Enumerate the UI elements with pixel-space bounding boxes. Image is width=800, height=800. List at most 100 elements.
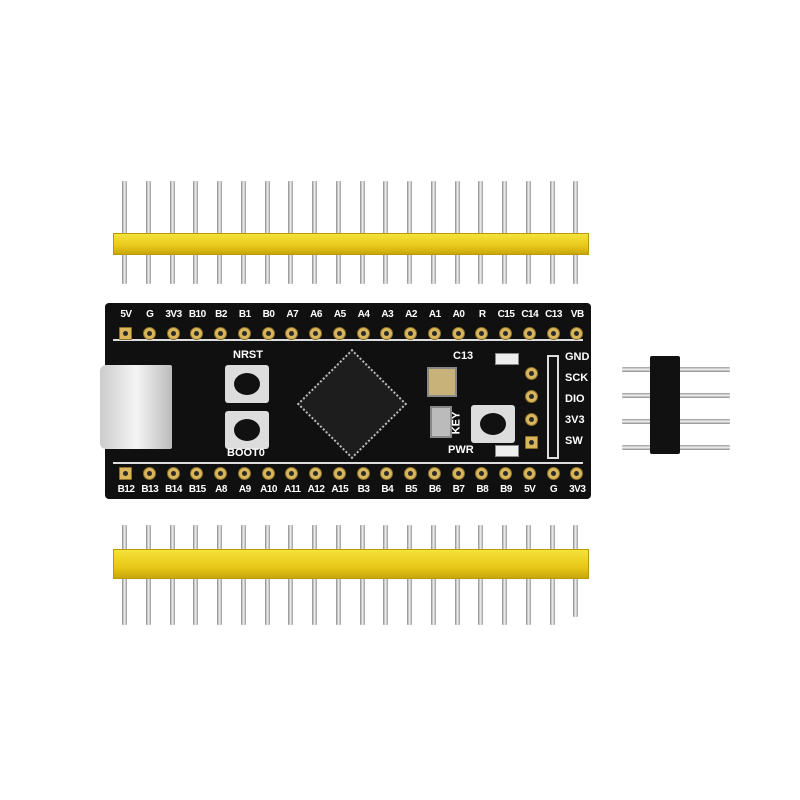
silkscreen-line bbox=[113, 462, 583, 464]
pin-pad bbox=[214, 327, 227, 340]
c13-led-label: C13 bbox=[453, 350, 474, 362]
top-pin-label: R bbox=[478, 309, 486, 320]
header-pin bbox=[145, 181, 151, 284]
pin-pad bbox=[237, 327, 251, 340]
pin-pad bbox=[380, 327, 394, 340]
pin-pad bbox=[451, 327, 465, 340]
pin-pad bbox=[332, 467, 346, 480]
header-pin bbox=[312, 181, 317, 284]
pin-pad bbox=[380, 467, 394, 480]
top-pin-label: A6 bbox=[310, 309, 322, 320]
top-pin-label: B2 bbox=[215, 309, 227, 320]
pin-pad bbox=[309, 327, 322, 340]
header-pin bbox=[502, 181, 507, 284]
swd-label: SCK bbox=[565, 372, 589, 384]
boot0-label: BOOT0 bbox=[227, 447, 265, 459]
pin-pad bbox=[546, 327, 560, 340]
pin-pad bbox=[166, 327, 180, 340]
mcu-chip bbox=[296, 348, 408, 460]
bottom-pin-label: B12 bbox=[117, 484, 135, 495]
pin-pad bbox=[546, 467, 560, 480]
swd-label: SW bbox=[565, 435, 583, 447]
bottom-pin-label: B13 bbox=[141, 484, 159, 495]
header-pin bbox=[335, 181, 341, 284]
top-pin-label: A1 bbox=[428, 309, 441, 320]
pin-pad bbox=[261, 327, 275, 340]
swd-pad bbox=[525, 413, 538, 426]
swd-pad bbox=[525, 390, 538, 403]
top-pin-label: A3 bbox=[381, 309, 394, 320]
header-pin bbox=[122, 181, 127, 284]
header-pin bbox=[264, 181, 270, 284]
top-pin-label: G bbox=[146, 309, 154, 320]
bottom-pin-label: A10 bbox=[260, 484, 277, 495]
boot0-button[interactable] bbox=[225, 411, 269, 449]
pin-pad bbox=[190, 327, 204, 340]
pin-pad bbox=[427, 327, 441, 340]
silkscreen-line bbox=[113, 339, 583, 341]
pin-pad bbox=[332, 327, 346, 340]
pin-pad bbox=[119, 467, 132, 480]
pin-pad bbox=[190, 467, 204, 480]
pin-pad bbox=[214, 467, 227, 480]
bottom-pin-label: B9 bbox=[500, 484, 512, 495]
pin-pad bbox=[404, 467, 417, 480]
c13-led bbox=[495, 353, 519, 365]
pin-pad bbox=[166, 467, 180, 480]
header-pin bbox=[525, 181, 531, 284]
header-pin bbox=[549, 181, 555, 284]
swd-label: 3V3 bbox=[565, 414, 585, 426]
top-pin-label: A0 bbox=[452, 309, 465, 320]
bottom-pin-label: A12 bbox=[307, 484, 325, 495]
pin-pad bbox=[261, 467, 275, 480]
pin-pad bbox=[356, 467, 370, 480]
top-pin-label: VB bbox=[570, 309, 584, 320]
swd-label: GND bbox=[565, 351, 590, 363]
pin-pad bbox=[142, 327, 156, 340]
pin-pad bbox=[570, 467, 584, 480]
usb-c-connector[interactable] bbox=[100, 365, 172, 449]
bottom-pin-label: A15 bbox=[331, 484, 349, 495]
crystal bbox=[430, 406, 452, 438]
top-pin-label: 5V bbox=[120, 309, 132, 320]
top-pin-label: A4 bbox=[357, 309, 370, 320]
top-pin-label: B1 bbox=[238, 309, 251, 320]
pin-pad bbox=[451, 467, 465, 480]
pin-pad bbox=[522, 327, 536, 340]
pin-pad bbox=[475, 327, 489, 340]
header-pin bbox=[430, 181, 436, 284]
nrst-button[interactable] bbox=[225, 365, 269, 403]
bottom-pin-label: 5V bbox=[524, 484, 536, 495]
header-pin bbox=[478, 181, 484, 284]
header-pin bbox=[383, 181, 389, 284]
pin-pad bbox=[499, 467, 512, 480]
top-pin-label: A7 bbox=[286, 309, 299, 320]
header-pin bbox=[193, 181, 199, 284]
swd-pad bbox=[525, 436, 538, 449]
swd-label: DIO bbox=[565, 393, 585, 405]
bottom-pin-label: 3V3 bbox=[569, 484, 586, 495]
header-plastic bbox=[113, 549, 589, 579]
key-button[interactable] bbox=[471, 405, 515, 443]
top-pin-label: C14 bbox=[521, 309, 539, 320]
bottom-pin-label: B3 bbox=[357, 484, 370, 495]
pin-pad bbox=[237, 467, 251, 480]
pin-pad bbox=[475, 467, 489, 480]
header-pin bbox=[573, 181, 579, 284]
bottom-pin-label: B8 bbox=[476, 484, 489, 495]
header-pin bbox=[217, 181, 222, 284]
bottom-pin-label: B14 bbox=[165, 484, 182, 495]
pin-pad bbox=[285, 327, 299, 340]
header-pin bbox=[240, 181, 246, 284]
bottom-pin-label: B15 bbox=[188, 484, 206, 495]
bottom-pin-label: B7 bbox=[452, 484, 465, 495]
pin-pad bbox=[285, 467, 299, 480]
header-pin bbox=[359, 181, 365, 284]
pin-pad bbox=[309, 467, 322, 480]
pin-pad bbox=[356, 327, 370, 340]
pwr-led bbox=[495, 445, 519, 457]
top-pin-label: A5 bbox=[333, 309, 346, 320]
top-pin-label: B10 bbox=[188, 309, 206, 320]
pin-pad bbox=[499, 327, 512, 340]
